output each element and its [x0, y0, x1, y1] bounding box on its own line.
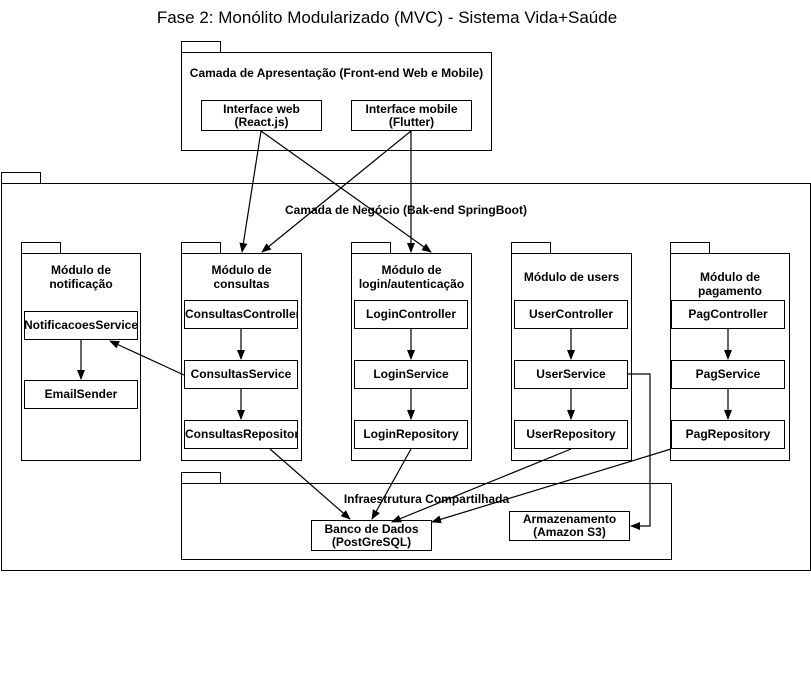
web-interface-name: Interface web	[223, 101, 300, 116]
consultas-service-box: ConsultasService	[184, 360, 298, 389]
consultas-module-tab	[181, 242, 221, 254]
pagamento-label-line2: pagamento	[697, 284, 762, 298]
web-interface-box: Interface web(React.js)	[201, 100, 322, 131]
mobile-to-consultas-edge	[261, 130, 412, 253]
storage-tech: (Amazon S3)	[533, 525, 606, 539]
consultas-label-line2: consultas	[213, 277, 270, 291]
business-package-tab	[1, 172, 41, 184]
pag-repo-to-db-edge	[431, 448, 672, 524]
login-service-box: LoginService	[354, 360, 468, 389]
user-service-to-storage-edge	[628, 373, 651, 530]
users-label-line1: Módulo de users	[523, 270, 620, 284]
diagram-title: Fase 2: Monólito Modularizado (MVC) - Si…	[156, 8, 618, 27]
pag-controller-box: PagController	[671, 300, 785, 329]
notificacao-module-tab	[21, 242, 61, 254]
storage-box: Armazenamento(Amazon S3)	[509, 511, 630, 541]
notificacao-label-line2: notificação	[49, 277, 113, 291]
users-module-tab	[511, 242, 551, 254]
consultas-repo-to-db-edge	[269, 448, 351, 520]
mobile-interface-name: Interface mobile	[365, 101, 458, 116]
web-to-login-edge	[260, 130, 432, 253]
database-tech: (PostGreSQL)	[331, 534, 412, 549]
consultas-controller-box: ConsultasController	[184, 300, 298, 329]
user-repository-box: UserRepository	[514, 420, 628, 449]
storage-name: Armazenamento	[522, 512, 617, 526]
login-controller-box: LoginController	[354, 300, 468, 329]
pagamento-label-line1: Módulo de	[700, 270, 760, 284]
web-to-consultas-edge	[239, 130, 262, 253]
mobile-interface-tech: (Flutter)	[388, 114, 435, 129]
database-name: Banco de Dados	[324, 521, 419, 536]
login-module-tab	[351, 242, 391, 254]
consultas-label-line1: Módulo de	[211, 263, 272, 277]
notificacao-label-line1: Módulo de	[51, 263, 111, 277]
user-repo-to-db-edge	[391, 448, 572, 523]
database-box: Banco de Dados(PostGreSQL)	[311, 520, 432, 551]
infra-package-tab	[181, 472, 221, 484]
users-module-label: Módulo de users	[512, 270, 631, 284]
notificacoes-service-box: NotificacoesService	[24, 311, 138, 340]
pag-service-box: PagService	[671, 360, 785, 389]
email-sender-box: EmailSender	[24, 380, 138, 409]
presentation-layer-label: Camada de Apresentação (Front-end Web e …	[189, 66, 484, 80]
mobile-interface-box: Interface mobile(Flutter)	[351, 100, 472, 131]
login-repo-to-db-edge	[371, 448, 412, 520]
presentation-package-tab	[181, 41, 221, 53]
web-interface-tech: (React.js)	[234, 114, 289, 129]
pag-repository-box: PagRepository	[671, 420, 785, 449]
login-repository-box: LoginRepository	[354, 420, 468, 449]
user-service-box: UserService	[514, 360, 628, 389]
user-controller-box: UserController	[514, 300, 628, 329]
login-label-line2: login/autenticação	[358, 277, 465, 291]
consultas-repository-box: ConsultasRepository	[184, 420, 298, 449]
business-layer-label: Camada de Negócio (Bak-end SpringBoot)	[284, 203, 528, 217]
pagamento-module-tab	[670, 242, 710, 254]
login-label-line1: Módulo de	[381, 263, 442, 277]
consultas-service-to-notif-edge	[109, 340, 185, 376]
